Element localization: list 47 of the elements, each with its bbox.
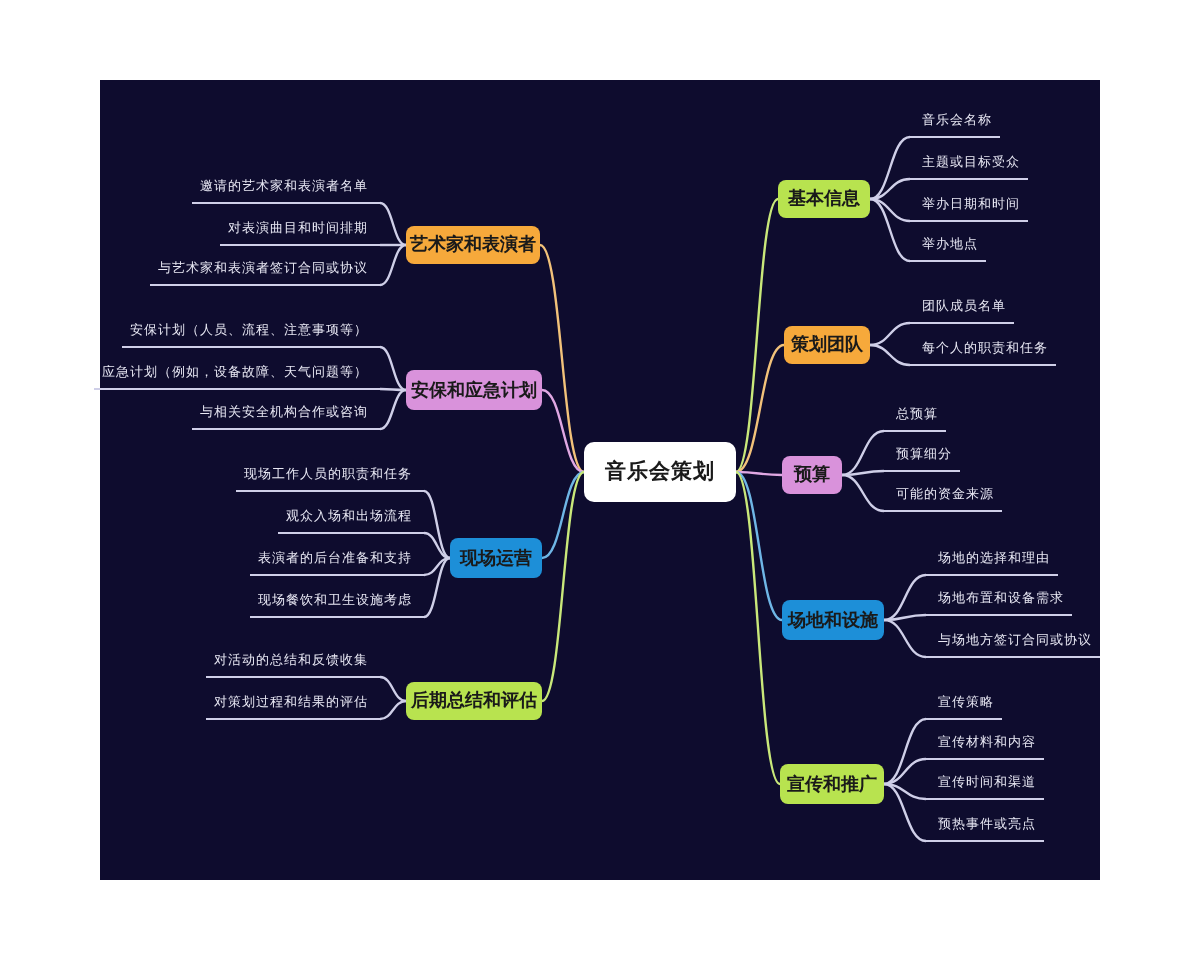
branch-line	[883, 757, 927, 786]
branch-line	[869, 197, 911, 263]
branch-line	[541, 471, 585, 702]
branch-line	[735, 343, 785, 474]
branch-line	[869, 321, 911, 347]
branch-line	[539, 244, 585, 473]
branch-line	[883, 782, 927, 801]
branch-line	[869, 135, 911, 201]
branch-line	[869, 343, 911, 367]
branch-line	[379, 675, 407, 703]
topic-box: 策划团队	[784, 326, 870, 364]
branch-line	[883, 782, 927, 843]
branch-line	[883, 717, 927, 786]
branch-line	[735, 198, 779, 473]
topic-box: 现场运营	[450, 538, 542, 578]
branch-line	[379, 243, 407, 287]
topic-box: 艺术家和表演者	[406, 226, 540, 264]
branch-line	[883, 573, 927, 622]
topic-box: 场地和设施	[782, 600, 884, 640]
branch-line	[379, 201, 407, 247]
branch-line	[423, 556, 451, 577]
branch-line	[869, 197, 911, 223]
branch-line	[380, 243, 406, 247]
branch-line	[883, 613, 927, 622]
topic-box: 后期总结和评估	[406, 682, 542, 720]
topic-box: 预算	[782, 456, 842, 494]
topic-box: 安保和应急计划	[406, 370, 542, 410]
branch-line	[379, 345, 407, 392]
branch-line	[423, 489, 451, 560]
branch-line	[379, 699, 407, 721]
branch-line	[841, 469, 885, 477]
branch-line	[841, 473, 885, 513]
central-topic-box: 音乐会策划	[584, 442, 736, 502]
branch-line	[423, 556, 451, 619]
branch-line	[735, 470, 783, 622]
topic-box: 基本信息	[778, 180, 870, 218]
branch-line	[883, 618, 927, 659]
branch-line	[735, 471, 781, 785]
branch-line	[380, 387, 406, 392]
branch-line	[869, 177, 911, 201]
topic-box: 宣传和推广	[780, 764, 884, 804]
branch-line	[736, 470, 782, 477]
branch-line	[541, 388, 585, 474]
branch-line	[841, 429, 885, 477]
branch-line	[423, 531, 451, 560]
branch-line	[379, 388, 407, 431]
branch-line	[541, 470, 585, 560]
